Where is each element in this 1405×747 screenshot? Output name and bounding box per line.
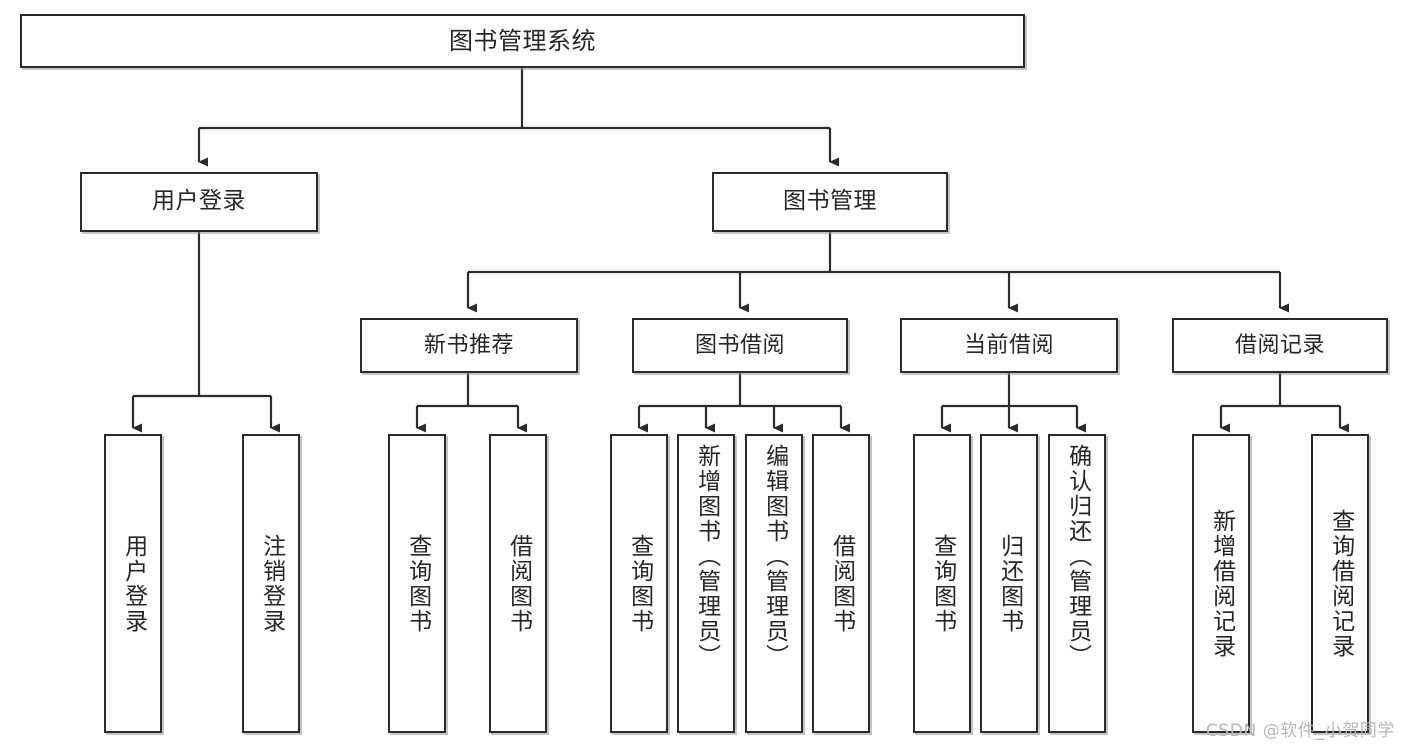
node-new-book-recommend-label: 新书推荐 <box>423 332 514 358</box>
leaf-new-book-borrow[interactable]: 借阅图书 <box>489 434 547 733</box>
leaf-current-borrow-query[interactable]: 查询图书 <box>913 434 971 733</box>
leaf-book-borrow-edit[interactable]: 编辑图书（管理员） <box>745 434 803 733</box>
leaf-book-borrow-query[interactable]: 查询图书 <box>610 434 668 733</box>
leaf-borrow-record-add[interactable]: 新增借阅记录 <box>1192 434 1250 733</box>
node-book-management-label: 图书管理 <box>783 188 877 215</box>
leaf-borrow-record-query[interactable]: 查询借阅记录 <box>1311 434 1369 733</box>
leaf-user-login-logout-label: 注销登录 <box>258 533 285 634</box>
node-root-label: 图书管理系统 <box>449 26 596 55</box>
leaf-user-login-login[interactable]: 用户登录 <box>104 434 162 733</box>
leaf-book-borrow-add[interactable]: 新增图书（管理员） <box>677 434 735 733</box>
leaf-book-borrow-borrow-label: 借阅图书 <box>828 533 855 634</box>
node-user-login-label: 用户登录 <box>152 188 246 215</box>
leaf-user-login-login-label: 用户登录 <box>120 533 147 634</box>
leaf-new-book-borrow-label: 借阅图书 <box>505 533 532 634</box>
node-borrow-record-label: 借阅记录 <box>1234 332 1325 358</box>
leaf-current-borrow-return-label: 归还图书 <box>996 533 1023 634</box>
node-book-borrow[interactable]: 图书借阅 <box>632 318 848 373</box>
leaf-user-login-logout[interactable]: 注销登录 <box>242 434 300 733</box>
leaf-borrow-record-add-label: 新增借阅记录 <box>1208 508 1235 659</box>
node-current-borrow[interactable]: 当前借阅 <box>900 318 1118 373</box>
leaf-book-borrow-borrow[interactable]: 借阅图书 <box>812 434 870 733</box>
leaf-book-borrow-add-label: 新增图书（管理员） <box>693 444 720 669</box>
leaf-current-borrow-query-label: 查询图书 <box>929 533 956 634</box>
leaf-new-book-query[interactable]: 查询图书 <box>388 434 446 733</box>
leaf-book-borrow-edit-label: 编辑图书（管理员） <box>761 444 788 669</box>
node-user-login[interactable]: 用户登录 <box>80 172 318 232</box>
node-current-borrow-label: 当前借阅 <box>963 332 1054 358</box>
node-book-borrow-label: 图书借阅 <box>694 332 785 358</box>
node-new-book-recommend[interactable]: 新书推荐 <box>360 318 578 373</box>
leaf-book-borrow-query-label: 查询图书 <box>626 533 653 634</box>
node-borrow-record[interactable]: 借阅记录 <box>1172 318 1388 373</box>
leaf-current-borrow-confirm-return-label: 确认归还（管理员） <box>1064 444 1091 669</box>
node-root[interactable]: 图书管理系统 <box>20 14 1025 68</box>
node-book-management[interactable]: 图书管理 <box>712 172 948 232</box>
leaf-new-book-query-label: 查询图书 <box>404 533 431 634</box>
leaf-current-borrow-confirm-return[interactable]: 确认归还（管理员） <box>1048 434 1106 733</box>
leaf-current-borrow-return[interactable]: 归还图书 <box>980 434 1038 733</box>
leaf-borrow-record-query-label: 查询借阅记录 <box>1327 508 1354 659</box>
watermark-text: CSDN @软件_小贺同学 <box>1205 721 1395 741</box>
